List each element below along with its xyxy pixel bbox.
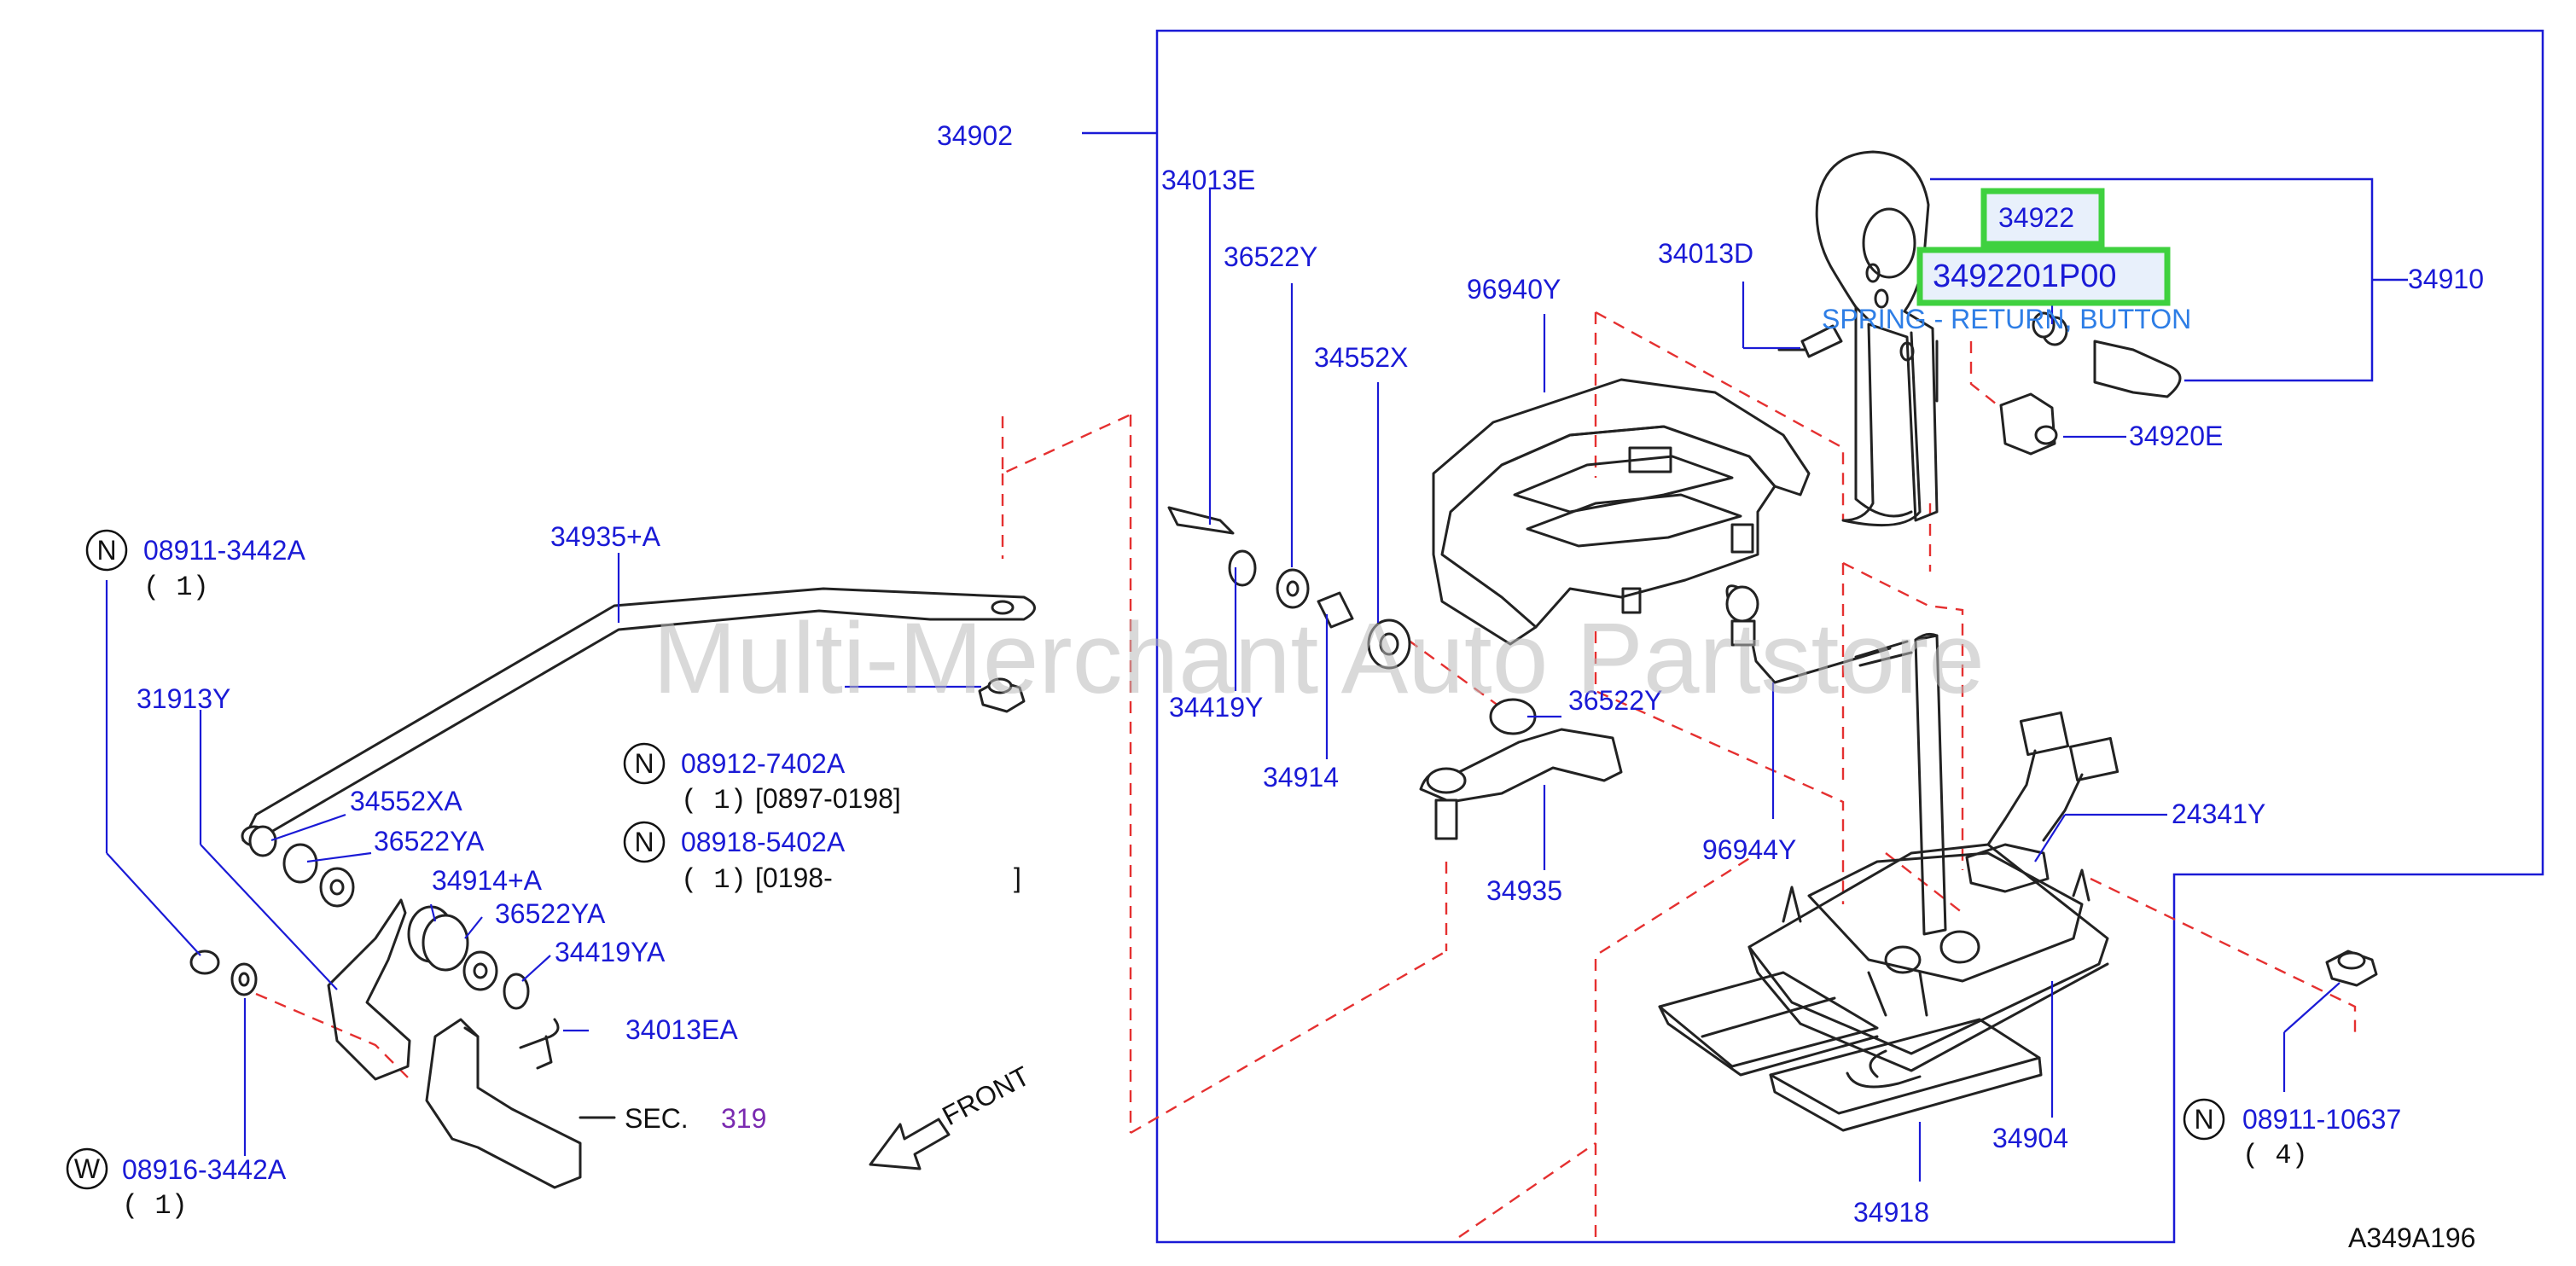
nut-08911-10637 (2325, 950, 2378, 987)
label-36522Y-2[interactable]: 36522Y (1568, 685, 1662, 716)
fastener-marker-N (623, 742, 666, 785)
nut-08912-7402A (978, 677, 1026, 713)
fastener-08912-7402A[interactable]: N 08912-7402A ( 1) [0897-0198] (623, 742, 901, 816)
label-34552XA[interactable]: 34552XA (350, 786, 462, 816)
label-34902[interactable]: 34902 (937, 120, 1013, 151)
harness-24341Y (1965, 711, 2120, 893)
left-bracket (327, 898, 582, 1189)
fastener-date-range: [0198- (755, 862, 833, 893)
label-34914A[interactable]: 34914+A (432, 865, 543, 896)
label-34935A[interactable]: 34935+A (550, 521, 661, 552)
label-34013E[interactable]: 34013E (1161, 165, 1255, 195)
base-plate-34918 (1769, 1018, 2043, 1132)
label-36522YA-1[interactable]: 36522YA (374, 826, 485, 857)
fastener-part-number[interactable]: 08916-3442A (122, 1154, 287, 1185)
label-3492201P00[interactable]: 3492201P00 (1933, 258, 2117, 294)
fastener-qty: ( 1) (143, 572, 209, 603)
detent-block-34920E (1999, 392, 2058, 456)
leader-lines (105, 189, 2340, 1182)
fastener-qty: ( 1) (681, 785, 747, 816)
fastener-date-range: [0897-0198] (755, 783, 901, 814)
fastener-qty: ( 1) (681, 864, 747, 896)
drawing-id: A349A196 (2348, 1222, 2475, 1253)
fastener-marker-N (85, 529, 128, 572)
fastener-part-number[interactable]: 08912-7402A (681, 748, 846, 779)
section-ref-prefix: SEC. (625, 1103, 689, 1134)
fastener-date-range-close: ] (1014, 862, 1021, 893)
label-34419YA[interactable]: 34419YA (555, 937, 666, 967)
label-34910[interactable]: 34910 (2408, 264, 2484, 294)
label-96944Y[interactable]: 96944Y (1702, 834, 1796, 865)
shifter-base-34904 (1658, 632, 2109, 1077)
label-34552X[interactable]: 34552X (1314, 342, 1408, 373)
label-34922[interactable]: 34922 (1998, 202, 2074, 233)
label-34914[interactable]: 34914 (1263, 762, 1339, 793)
label-36522YA-2[interactable]: 36522YA (495, 898, 606, 929)
label-34419Y[interactable]: 34419Y (1169, 692, 1263, 723)
projection-lines (255, 311, 2357, 1238)
fastener-prefix: W (74, 1153, 101, 1184)
fastener-qty: ( 4) (2242, 1140, 2308, 1171)
label-34918[interactable]: 34918 (1853, 1197, 1929, 1228)
center-washers (1167, 506, 1537, 735)
fastener-part-number[interactable]: 08911-3442A (143, 535, 305, 566)
main-assembly-frame (1155, 29, 2544, 1244)
highlight-box-34922 (1980, 188, 2105, 247)
fastener-marker-W (66, 1147, 108, 1190)
part-labels: 34902 34013E 36522Y 96940Y 34552X 34013D… (137, 120, 2484, 1228)
bulb-socket-96944Y (1725, 584, 1913, 684)
fastener-marker-N (2183, 1098, 2225, 1141)
label-36522Y[interactable]: 36522Y (1224, 241, 1317, 272)
fastener-08916-3442A[interactable]: W 08916-3442A ( 1) (66, 1147, 287, 1222)
label-31913Y[interactable]: 31913Y (137, 683, 230, 714)
fastener-part-number[interactable]: 08918-5402A (681, 827, 846, 857)
front-label: FRONT (937, 1060, 1034, 1132)
highlight-box-3492201P00 (1916, 247, 2171, 306)
fastener-prefix: N (96, 535, 116, 566)
section-ref-number[interactable]: 319 (721, 1103, 766, 1134)
indicator-cover-96940Y (1432, 378, 1811, 646)
label-34013D[interactable]: 34013D (1658, 238, 1753, 269)
fastener-prefix: N (2194, 1104, 2213, 1135)
left-bushings (189, 825, 530, 1010)
fastener-qty: ( 1) (122, 1190, 188, 1222)
label-34013EA[interactable]: 34013EA (625, 1014, 738, 1045)
fastener-08911-3442A[interactable]: N 08911-3442A ( 1) (85, 529, 305, 603)
watermark: Multi-Merchant Auto Partstore (653, 602, 1985, 715)
label-spring-return-button: SPRING - RETURN, BUTTON (1822, 304, 2191, 334)
shift-knob (1777, 150, 1939, 527)
fastener-prefix: N (634, 748, 654, 779)
fastener-prefix: N (634, 827, 654, 857)
fastener-08918-5402A[interactable]: N 08918-5402A ( 1) [0198- ] (623, 821, 1021, 896)
fastener-part-number[interactable]: 08911-10637 (2242, 1104, 2401, 1135)
label-96940Y[interactable]: 96940Y (1467, 274, 1561, 305)
label-34904[interactable]: 34904 (1992, 1123, 2068, 1153)
label-34935[interactable]: 34935 (1486, 875, 1562, 906)
knob-button (2032, 311, 2182, 398)
label-24341Y[interactable]: 24341Y (2172, 799, 2265, 829)
fastener-08911-10637[interactable]: N 08911-10637 ( 4) (2183, 1098, 2401, 1171)
label-34920E[interactable]: 34920E (2129, 421, 2223, 451)
select-lever-34935 (1419, 728, 1623, 840)
fastener-marker-N (623, 821, 666, 863)
front-arrow-icon (869, 1118, 951, 1170)
